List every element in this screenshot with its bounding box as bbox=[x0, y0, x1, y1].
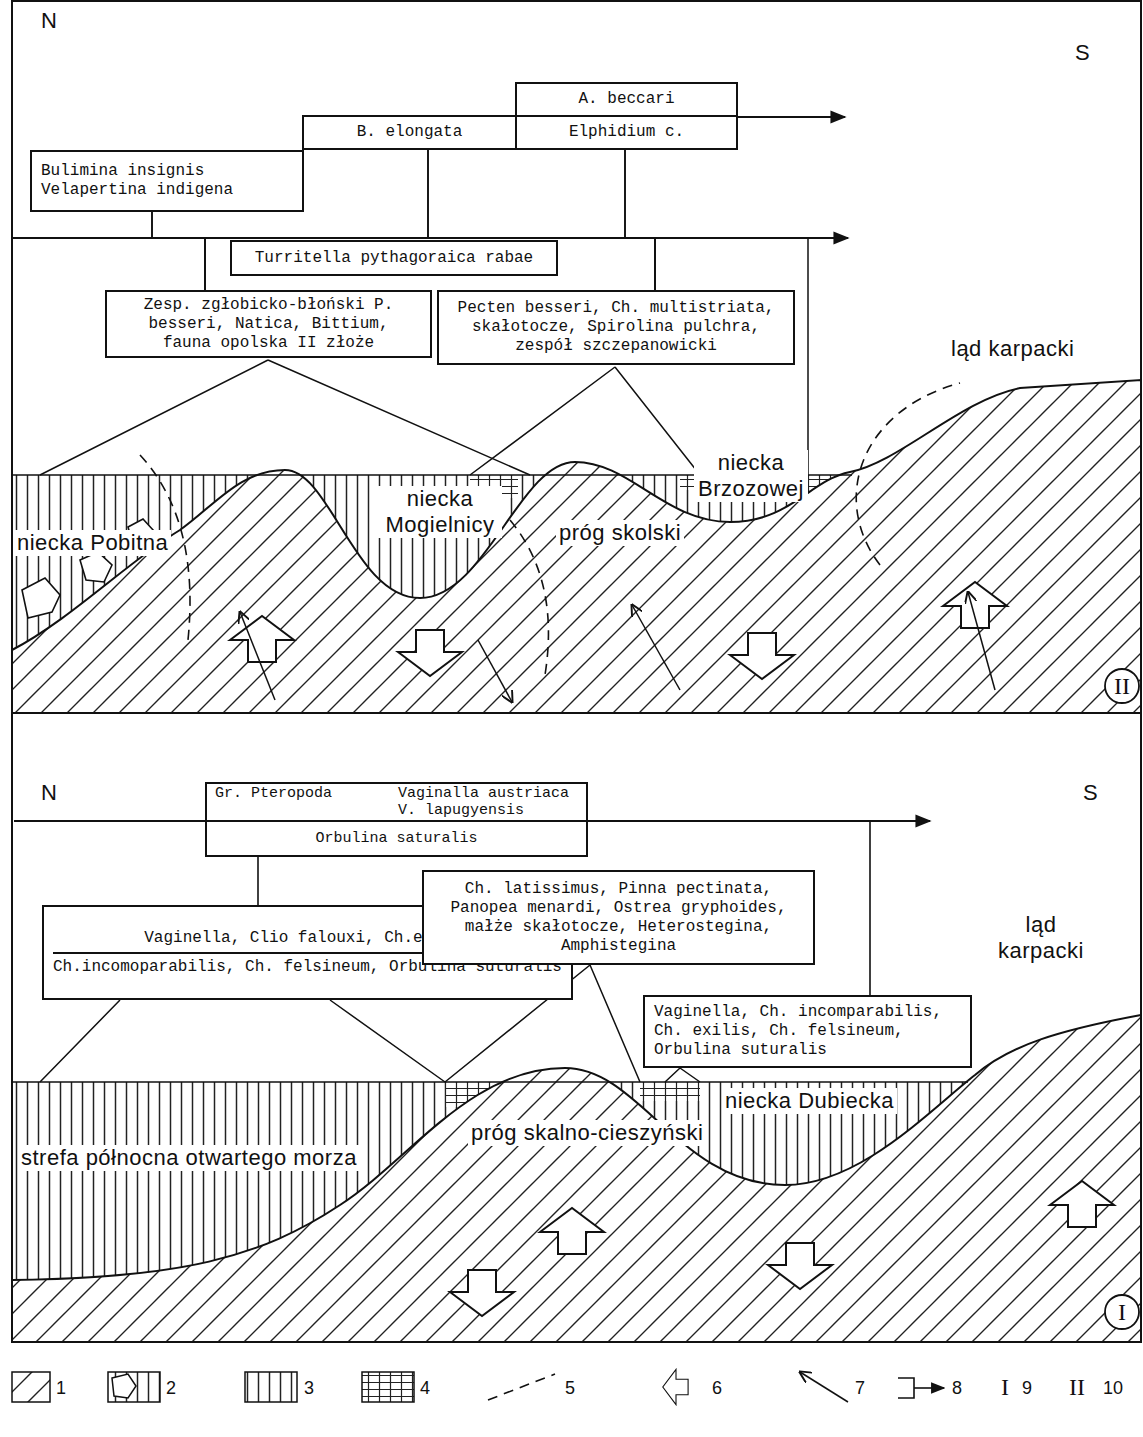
region-label: ląd karpacki bbox=[992, 912, 1090, 964]
legend-number: 6 bbox=[712, 1376, 722, 1400]
legend-number: 4 bbox=[420, 1376, 430, 1400]
grid-deposit bbox=[640, 1083, 700, 1101]
range-arrow bbox=[738, 116, 845, 118]
uplift-arrow bbox=[1050, 1181, 1114, 1227]
subsidence-arrow bbox=[450, 1270, 514, 1316]
panel-frame bbox=[12, 1, 1141, 713]
legend-number: 2 bbox=[166, 1376, 176, 1400]
foraminifera-box: Elphidium c. bbox=[515, 115, 738, 150]
legend-number: 3 bbox=[304, 1376, 314, 1400]
gastropod-box: Turritella pythagoraica rabae bbox=[230, 240, 558, 276]
basin-label: niecka Pobitna bbox=[14, 530, 171, 556]
range-connector bbox=[152, 212, 205, 290]
basin-label: niecka Mogielnicy bbox=[378, 486, 502, 538]
species-text: A. beccari bbox=[578, 90, 674, 109]
legend-sample-thin-arrow bbox=[800, 1372, 848, 1402]
fauna-box: Pecten besseri, Ch. multistriata, skałot… bbox=[437, 290, 795, 365]
species-text: Turritella pythagoraica rabae bbox=[255, 249, 533, 268]
leader-line bbox=[470, 367, 700, 475]
range-connector bbox=[257, 857, 259, 905]
legend-number: 7 bbox=[855, 1376, 865, 1400]
species-text: B. elongata bbox=[357, 123, 463, 142]
leader-line bbox=[40, 1000, 445, 1082]
zone-label: strefa północna otwartego morza bbox=[18, 1145, 360, 1171]
thrust-arrow bbox=[968, 592, 995, 690]
thrust-arrow bbox=[240, 612, 275, 700]
legend-sample-numeral: I bbox=[1000, 1374, 1010, 1400]
panel-circle bbox=[1105, 1295, 1139, 1329]
basin-label: niecka Brzozowej bbox=[694, 450, 808, 502]
subsidence-arrow bbox=[730, 633, 794, 679]
species-text: Ch. latissimus, Pinna pectinata, Panopea… bbox=[436, 880, 801, 956]
species-text: Vaginella, Ch. incomparabilis, Ch. exili… bbox=[654, 1003, 952, 1060]
foraminifera-box: B. elongata bbox=[302, 115, 517, 150]
foraminifera-box: A. beccari bbox=[515, 82, 738, 117]
range-line bbox=[14, 820, 205, 822]
compass-label: S bbox=[1072, 40, 1093, 66]
legend-sample-vlines bbox=[245, 1372, 297, 1402]
species-text: Zesp. zgłobicko-błoński P. besseri, Nati… bbox=[134, 296, 403, 353]
region-label: ląd karpacki bbox=[948, 336, 1077, 362]
uplift-arrow bbox=[230, 616, 294, 662]
foraminifera-box: Bulimina insignis Velapertina indigena bbox=[30, 150, 304, 212]
panel-frame bbox=[12, 713, 1141, 1342]
box-row: Gr. Pteropoda Vaginalla austriaca V. lapu… bbox=[207, 784, 586, 822]
compass-label: N bbox=[38, 780, 60, 806]
legend-sample-vlines bbox=[108, 1372, 160, 1402]
legend-sample-range-arrow bbox=[914, 1387, 944, 1389]
grid-ground bbox=[640, 1083, 700, 1101]
uplift-arrow bbox=[540, 1208, 604, 1254]
fauna-box: Ch. latissimus, Pinna pectinata, Panopea… bbox=[422, 870, 815, 965]
fault-dashed bbox=[510, 520, 548, 675]
species-text: Bulimina insignis Velapertina indigena bbox=[41, 162, 233, 200]
basin-label: niecka Dubiecka bbox=[722, 1088, 897, 1114]
subsidence-arrow bbox=[768, 1243, 832, 1289]
leader-line bbox=[665, 1068, 700, 1082]
uplift-arrow bbox=[943, 582, 1007, 628]
legend-sample-dashed bbox=[488, 1374, 555, 1400]
fauna-box: Vaginella, Ch. incomparabilis, Ch. exili… bbox=[643, 995, 972, 1068]
legend-sample-block bbox=[112, 1374, 136, 1398]
leader-line bbox=[40, 360, 530, 475]
thrust-arrow bbox=[478, 640, 512, 702]
ridge-label: próg skolski bbox=[556, 520, 684, 546]
legend-sample-grid bbox=[362, 1372, 414, 1402]
leader-line bbox=[807, 238, 809, 475]
range-connector bbox=[152, 212, 655, 290]
species-text: Gr. Pteropoda bbox=[215, 785, 332, 802]
olistolith-block bbox=[80, 552, 112, 582]
legend-number: 8 bbox=[952, 1376, 962, 1400]
species-text: Elphidium c. bbox=[569, 123, 684, 142]
fauna-box: Zesp. zgłobicko-błoński P. besseri, Nati… bbox=[105, 290, 432, 358]
legend-number: 5 bbox=[565, 1376, 575, 1400]
pteropoda-box: Gr. Pteropoda Vaginalla austriaca V. lapu… bbox=[205, 782, 588, 857]
legend-number: 10 bbox=[1103, 1376, 1123, 1400]
basement-ground bbox=[12, 380, 1141, 713]
ridge-label: próg skalno-cieszyński bbox=[468, 1120, 706, 1146]
panel-number: II bbox=[1113, 673, 1131, 699]
legend-sample-block-arrow bbox=[663, 1369, 688, 1404]
compass-label: N bbox=[38, 8, 60, 34]
fault-dashed bbox=[856, 383, 960, 565]
panel-circle bbox=[1105, 669, 1139, 703]
species-text: Orbulina saturalis bbox=[207, 822, 586, 853]
legend-number: 1 bbox=[56, 1376, 66, 1400]
panel-number: I bbox=[1117, 1299, 1127, 1325]
legend-sample-hatch bbox=[12, 1372, 50, 1402]
legend-sample-bracket bbox=[898, 1378, 914, 1398]
basement-hatch bbox=[12, 380, 1141, 713]
range-connector bbox=[625, 150, 655, 290]
legend-number: 9 bbox=[1022, 1376, 1032, 1400]
species-text: Vaginalla austriaca V. lapugyensis bbox=[398, 785, 578, 819]
sea-level bbox=[12, 1081, 968, 1083]
subsidence-arrow bbox=[398, 630, 462, 676]
legend-sample-numeral: II bbox=[1068, 1374, 1086, 1400]
species-text: Pecten besseri, Ch. multistriata, skałot… bbox=[448, 299, 784, 356]
compass-label: S bbox=[1080, 780, 1101, 806]
olistolith-block bbox=[22, 578, 60, 618]
thrust-arrow bbox=[632, 605, 680, 690]
